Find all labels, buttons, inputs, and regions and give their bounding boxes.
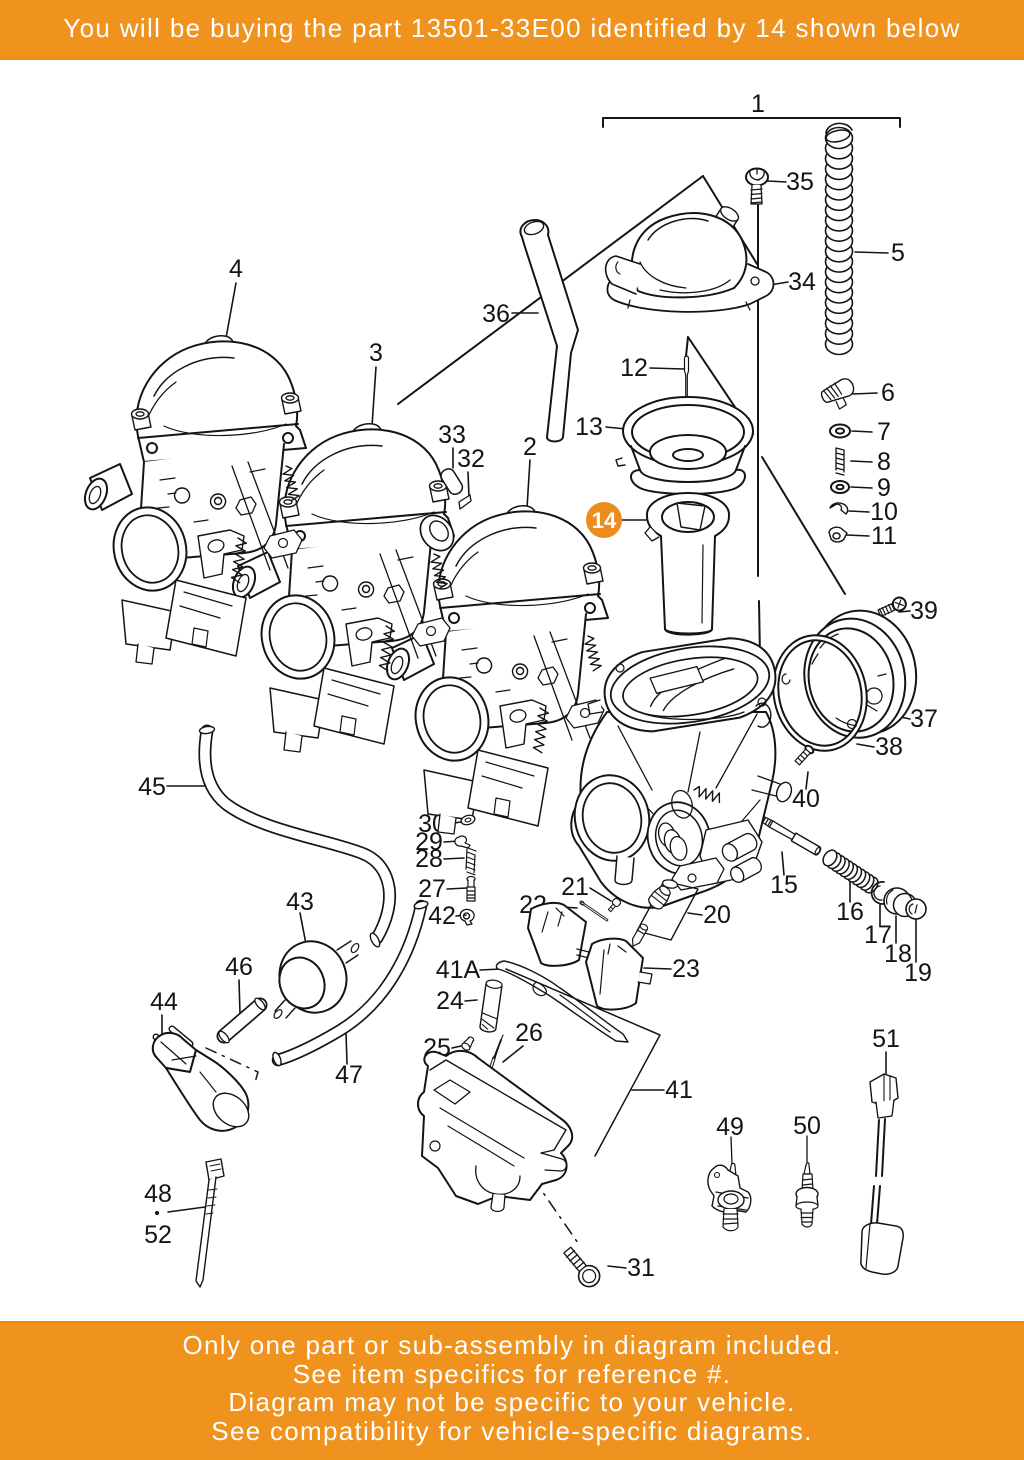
svg-text:19: 19 bbox=[904, 959, 932, 987]
svg-text:37: 37 bbox=[910, 705, 938, 733]
svg-text:39: 39 bbox=[910, 597, 938, 625]
svg-text:10: 10 bbox=[870, 498, 898, 526]
svg-text:23: 23 bbox=[672, 955, 700, 983]
svg-text:38: 38 bbox=[875, 733, 903, 761]
svg-text:21: 21 bbox=[561, 873, 589, 901]
svg-text:51: 51 bbox=[872, 1025, 900, 1053]
svg-text:6: 6 bbox=[881, 379, 895, 407]
svg-text:49: 49 bbox=[716, 1113, 744, 1141]
svg-text:26: 26 bbox=[515, 1019, 543, 1047]
svg-text:45: 45 bbox=[138, 773, 166, 801]
svg-text:9: 9 bbox=[877, 474, 891, 502]
svg-text:42: 42 bbox=[428, 902, 456, 930]
svg-text:32: 32 bbox=[457, 445, 485, 473]
svg-text:48: 48 bbox=[144, 1180, 172, 1208]
svg-text:47: 47 bbox=[335, 1061, 363, 1089]
svg-text:7: 7 bbox=[877, 418, 891, 446]
svg-text:24: 24 bbox=[436, 987, 464, 1015]
svg-text:27: 27 bbox=[418, 875, 446, 903]
svg-text:31: 31 bbox=[627, 1254, 655, 1282]
svg-text:33: 33 bbox=[438, 421, 466, 449]
svg-text:43: 43 bbox=[286, 888, 314, 916]
svg-text:13: 13 bbox=[575, 413, 603, 441]
svg-text:34: 34 bbox=[788, 268, 816, 296]
svg-text:2: 2 bbox=[523, 433, 537, 461]
svg-text:4: 4 bbox=[229, 255, 243, 283]
svg-text:11: 11 bbox=[871, 522, 897, 550]
svg-text:46: 46 bbox=[225, 953, 253, 981]
svg-text:3: 3 bbox=[369, 339, 383, 367]
svg-text:44: 44 bbox=[150, 988, 178, 1016]
svg-text:50: 50 bbox=[793, 1112, 821, 1140]
svg-text:1: 1 bbox=[751, 90, 765, 118]
svg-text:36: 36 bbox=[482, 300, 510, 328]
svg-text:52: 52 bbox=[144, 1221, 172, 1249]
svg-text:18: 18 bbox=[884, 940, 912, 968]
svg-text:41: 41 bbox=[665, 1076, 693, 1104]
svg-text:20: 20 bbox=[703, 901, 731, 929]
svg-text:8: 8 bbox=[877, 448, 891, 476]
svg-text:12: 12 bbox=[620, 354, 648, 382]
svg-text:28: 28 bbox=[415, 845, 443, 873]
svg-text:17: 17 bbox=[864, 921, 892, 949]
svg-text:14: 14 bbox=[592, 508, 617, 533]
svg-text:35: 35 bbox=[786, 168, 814, 196]
svg-text:5: 5 bbox=[891, 239, 905, 267]
svg-text:41A: 41A bbox=[436, 956, 481, 984]
